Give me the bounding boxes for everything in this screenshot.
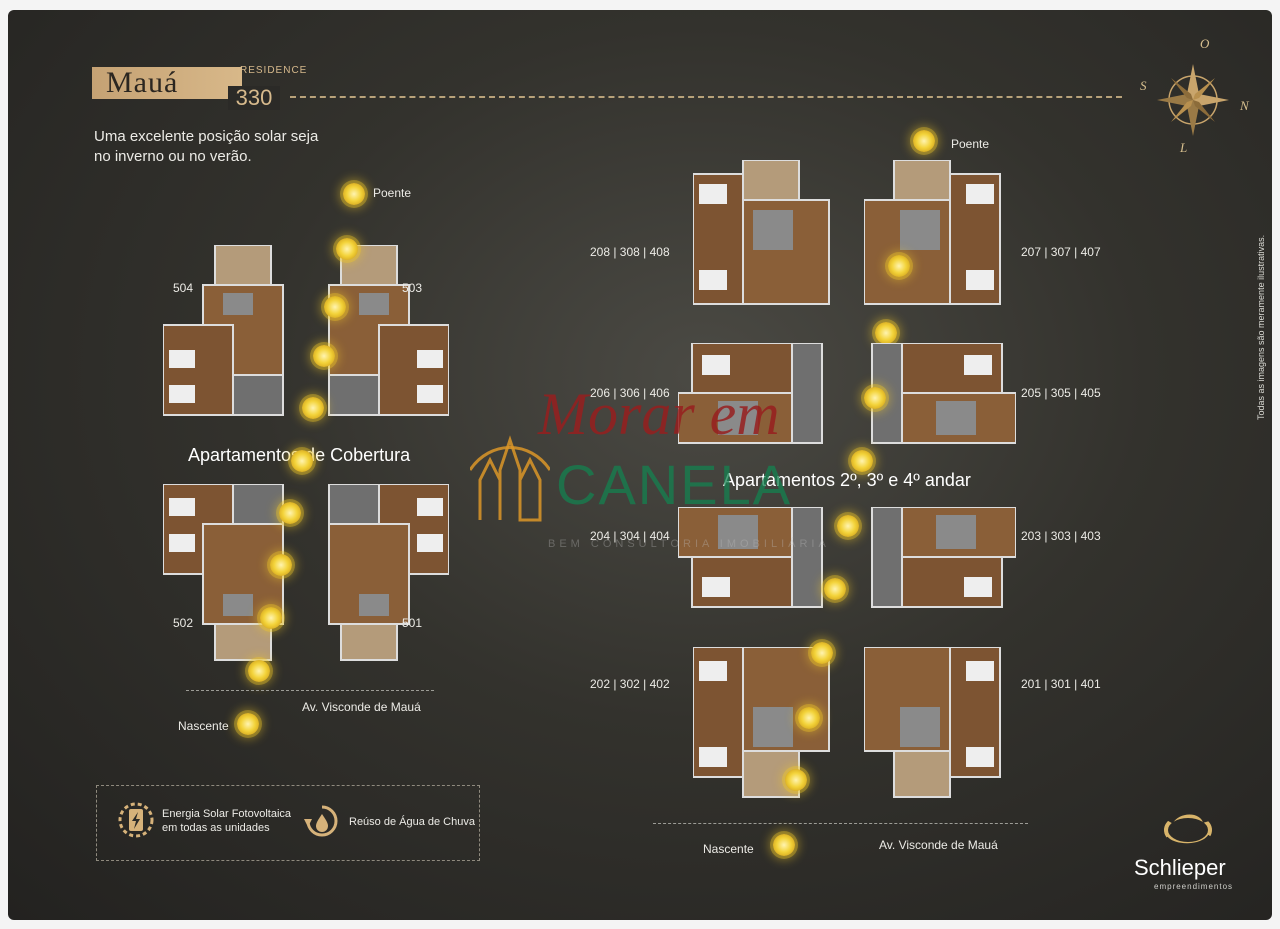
sun-icon	[313, 345, 335, 367]
sun-icon	[291, 450, 313, 472]
watermark-line-2: CANELA	[556, 453, 793, 516]
sun-icon	[875, 322, 897, 344]
unit-label-204: 204 | 304 | 404	[590, 529, 670, 543]
floorplan-204	[678, 507, 823, 608]
intro-line-1: Uma excelente posição solar seja	[94, 128, 319, 145]
feature-solar-label: Energia Solar Fotovoltaica em todas as u…	[162, 808, 292, 834]
avenue-label-right: Av. Visconde de Mauá	[879, 838, 998, 852]
unit-label-201: 201 | 301 | 401	[1021, 677, 1101, 691]
header-divider	[290, 96, 1122, 98]
sun-icon	[837, 515, 859, 537]
brochure-board: Mauá RESIDENCE 330 Uma excelente posição…	[8, 10, 1272, 920]
sun-icon	[279, 502, 301, 524]
compass-rose-icon	[1157, 64, 1229, 136]
water-recycle-icon	[304, 805, 338, 837]
compass-south: L	[1180, 140, 1188, 155]
street-line-left	[186, 690, 434, 691]
feature-water-label: Reúso de Água de Chuva	[349, 816, 475, 828]
unit-label-501: 501	[402, 616, 423, 630]
brand-plate	[92, 67, 242, 99]
floorplan-501	[328, 484, 449, 661]
nascente-label-right: Nascente	[703, 842, 754, 856]
sun-icon	[270, 554, 292, 576]
company-tagline: empreendimentos	[1154, 882, 1234, 891]
sun-icon	[913, 130, 935, 152]
solar-battery-icon	[118, 802, 154, 838]
compass-west: S	[1140, 78, 1147, 93]
unit-label-203: 203 | 303 | 403	[1021, 529, 1101, 543]
schlieper-logo-icon	[1164, 808, 1212, 848]
sun-icon	[864, 387, 886, 409]
nascente-label-left: Nascente	[178, 719, 229, 733]
heading-andar: Apartamentos 2º, 3º e 4º andar	[723, 470, 971, 490]
unit-label-503: 503	[402, 281, 423, 295]
sun-icon	[302, 397, 324, 419]
unit-label-202: 202 | 302 | 402	[590, 677, 670, 691]
unit-label-207: 207 | 307 | 407	[1021, 245, 1101, 259]
sun-icon	[851, 450, 873, 472]
watermark-line-1: Morar em	[538, 381, 780, 447]
unit-label-206: 206 | 306 | 406	[590, 386, 670, 400]
floorplan-206	[678, 343, 823, 444]
floorplan-207	[864, 160, 1001, 305]
company-name: Schlieper	[1134, 855, 1226, 880]
floorplan-203	[871, 507, 1016, 608]
watermark-church-icon	[470, 435, 550, 522]
unit-label-205: 205 | 305 | 405	[1021, 386, 1101, 400]
sun-icon	[260, 607, 282, 629]
sun-icon	[785, 769, 807, 791]
compass-north: O	[1200, 36, 1210, 51]
sun-icon	[888, 255, 910, 277]
floorplan-503	[328, 245, 449, 416]
brand-subtitle: RESIDENCE	[240, 65, 308, 76]
unit-label-208: 208 | 308 | 408	[590, 245, 670, 259]
poente-label-left: Poente	[373, 186, 412, 200]
sun-icon	[343, 183, 365, 205]
poente-label-right: Poente	[951, 137, 990, 151]
sun-icon	[336, 238, 358, 260]
sun-icon	[811, 642, 833, 664]
sun-icon	[824, 578, 846, 600]
sun-icon	[798, 707, 820, 729]
floorplan-208	[693, 160, 830, 305]
features-panel	[96, 785, 480, 861]
sun-icon	[237, 713, 259, 735]
floorplan-202	[693, 647, 830, 798]
floorplan-502	[163, 484, 284, 661]
brand-number: 330	[228, 86, 280, 110]
floorplan-504	[163, 245, 284, 416]
unit-label-502: 502	[173, 616, 194, 630]
watermark-line-3: BEM CONSULTORIA IMOBILIÁRIA	[548, 538, 830, 550]
intro-text: Uma excelente posição solar seja no inve…	[94, 127, 318, 167]
unit-label-504: 504	[173, 281, 194, 295]
disclaimer-text: Todas as imagens são meramente ilustrati…	[1256, 234, 1266, 420]
brand-name: Mauá	[106, 66, 179, 99]
floorplan-201	[864, 647, 1001, 798]
sun-icon	[773, 834, 795, 856]
avenue-label-left: Av. Visconde de Mauá	[302, 700, 421, 714]
intro-line-2: no inverno ou no verão.	[94, 148, 252, 165]
floorplan-205	[871, 343, 1016, 444]
sun-icon	[248, 660, 270, 682]
street-line-right	[653, 823, 1028, 824]
sun-icon	[324, 296, 346, 318]
compass-east: N	[1240, 98, 1249, 113]
